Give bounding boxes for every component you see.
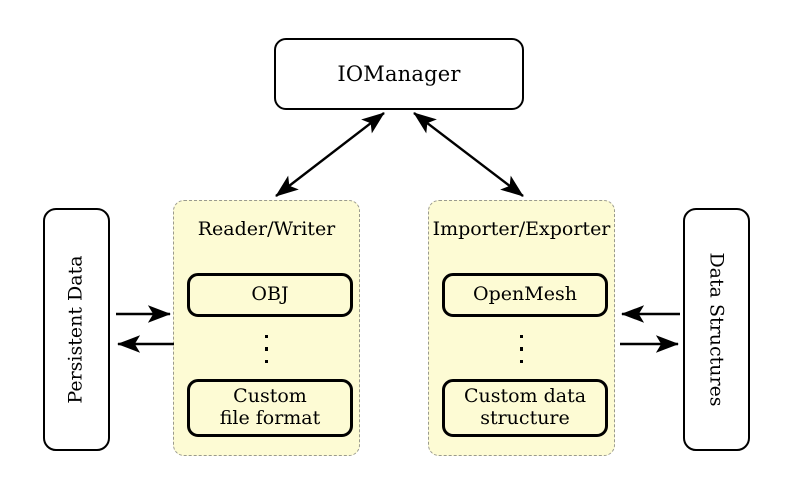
panel-reader-writer[interactable]: Reader/Writer OBJ Custom file format [173,200,360,456]
ellipsis-dot [519,347,524,351]
node-persistent-data-label: Persistent Data [65,255,87,404]
node-obj-label: OBJ [251,283,289,306]
ellipsis-dot [264,347,269,351]
node-openmesh[interactable]: OpenMesh [442,273,608,317]
node-data-structures[interactable]: Data Structures [683,208,750,451]
node-custom-data-structure-line1: Custom data [463,385,587,408]
node-custom-file-format-line2: file format [219,407,321,429]
arrow-manager-importer-exporter [413,112,524,197]
node-iomanager[interactable]: IOManager [274,38,524,110]
ellipsis-reader-writer [174,327,359,371]
ellipsis-dot [519,359,524,364]
panel-reader-writer-title: Reader/Writer [197,218,336,240]
node-iomanager-label: IOManager [337,62,461,86]
panel-importer-exporter-title: Importer/Exporter [432,218,611,240]
node-persistent-data[interactable]: Persistent Data [43,208,110,451]
node-custom-file-format-line1: Custom [233,385,307,408]
panel-importer-exporter[interactable]: Importer/Exporter OpenMesh Custom data s… [428,200,615,456]
node-obj[interactable]: OBJ [187,273,353,317]
node-custom-data-structure-label: Custom data structure [463,385,587,430]
ellipsis-importer-exporter [429,327,614,371]
node-custom-data-structure[interactable]: Custom data structure [442,379,608,437]
ellipsis-dot [264,334,269,339]
node-custom-file-format[interactable]: Custom file format [187,379,353,437]
node-custom-file-format-label: Custom file format [219,385,321,430]
arrow-manager-reader-writer [275,112,385,197]
ellipsis-dot [264,359,269,364]
node-data-structures-label: Data Structures [706,252,728,407]
node-openmesh-label: OpenMesh [473,283,577,306]
ellipsis-dot [519,334,524,339]
node-custom-data-structure-line2: structure [480,407,570,429]
